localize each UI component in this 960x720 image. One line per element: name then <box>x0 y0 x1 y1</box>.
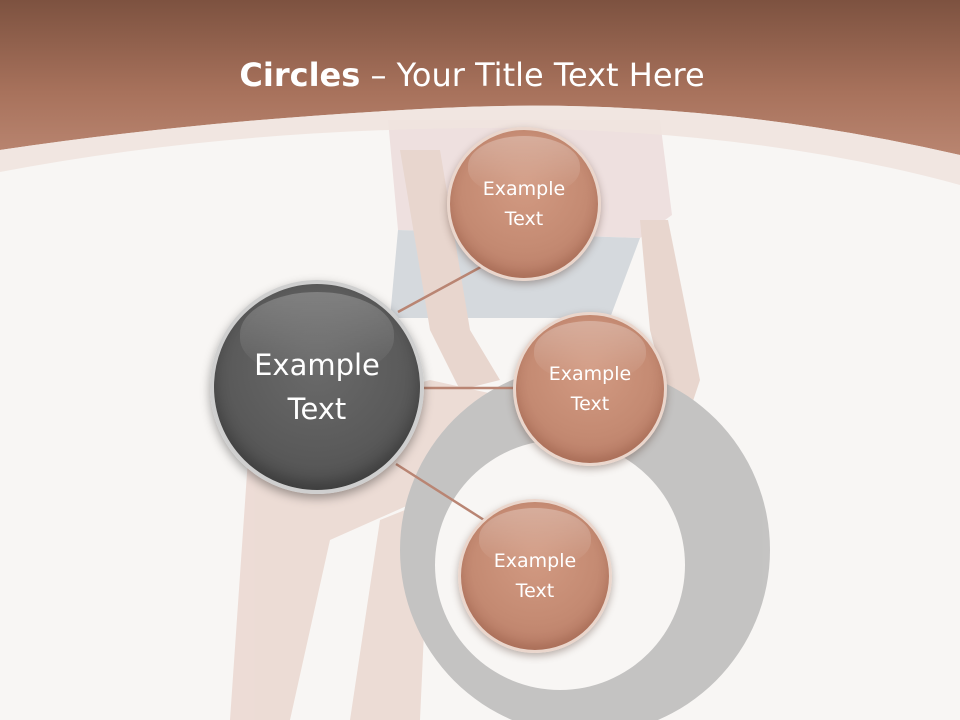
slide-title: Circles – Your Title Text Here <box>0 52 944 98</box>
satellite-circle-bottom[interactable]: Example Text <box>458 499 612 653</box>
satellite-label: Example Text <box>548 363 632 415</box>
title-bold: Circles <box>239 56 361 94</box>
hub-circle[interactable]: Example Text <box>210 280 424 494</box>
satellite-circle-top[interactable]: Example Text <box>447 127 601 281</box>
title-rest: – Your Title Text Here <box>360 56 705 94</box>
satellite-circle-middle[interactable]: Example Text <box>513 312 667 466</box>
satellite-label: Example Text <box>482 178 566 230</box>
hub-circle-label: Example Text <box>254 348 380 426</box>
satellite-label: Example Text <box>493 550 577 602</box>
